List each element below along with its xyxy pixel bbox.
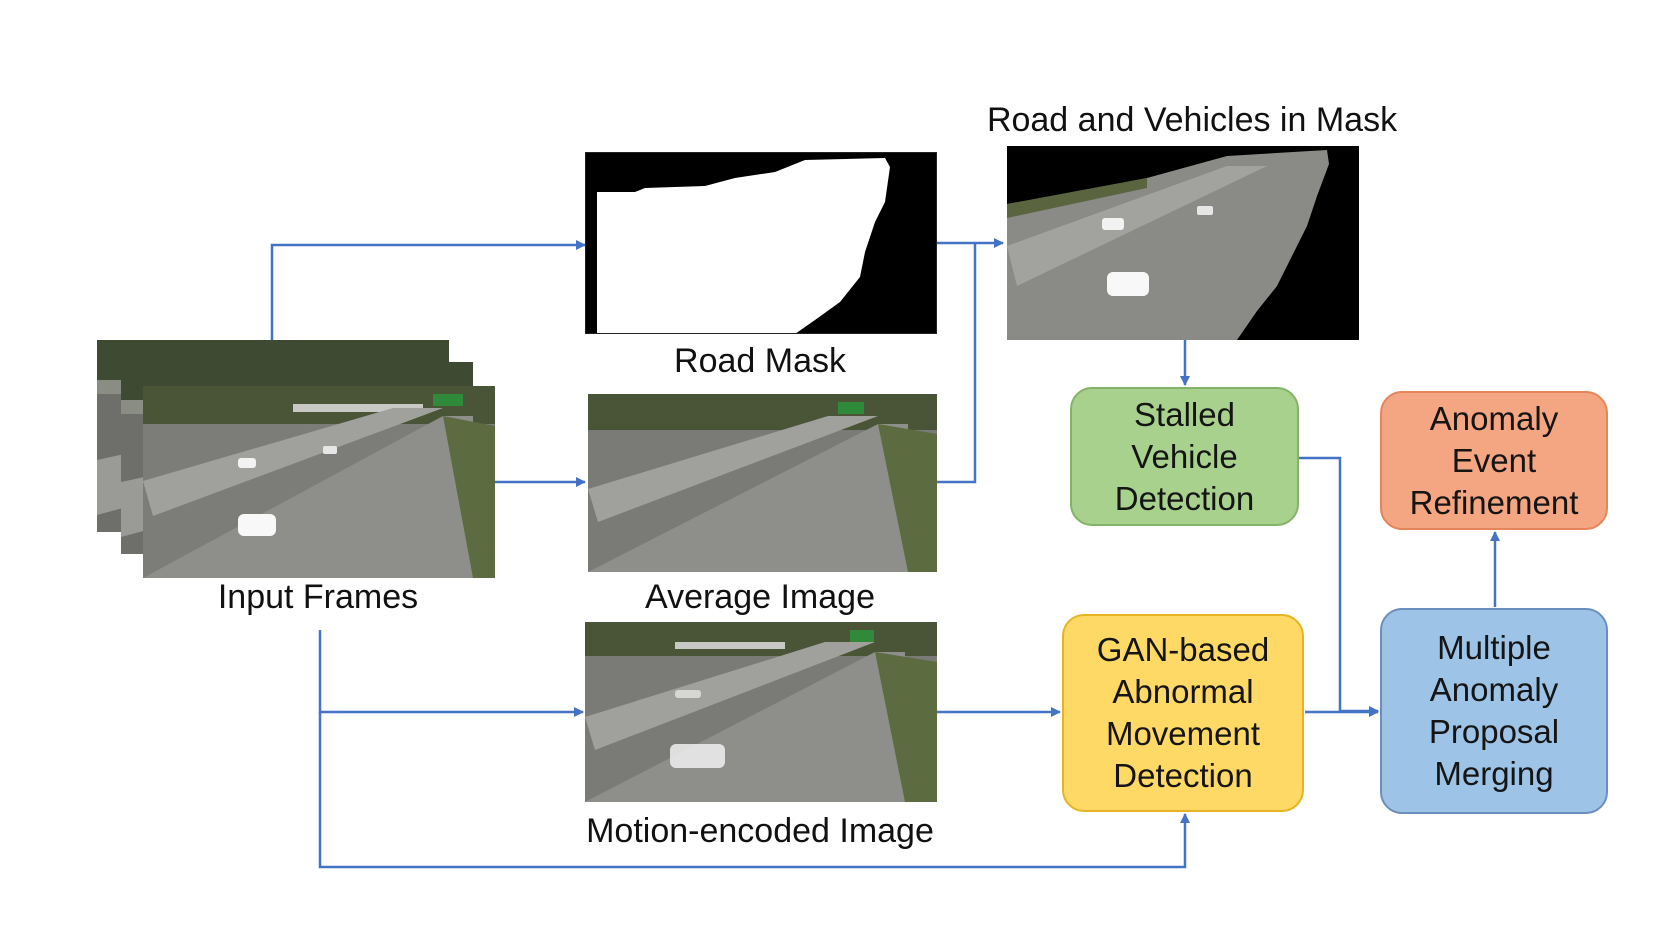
stalled-line-1: Stalled [1134,395,1235,433]
arrow-frames-to-gan-bottom [318,712,1190,869]
stalled-line-3: Detection [1114,479,1255,517]
road-mask-image [585,152,937,334]
input-frame-image-1 [143,386,495,578]
refinement-line-1: Anomaly [1429,399,1559,437]
refinement-line-3: Refinement [1409,483,1579,521]
gan-line-1: GAN-based [1096,631,1270,668]
road-mask-label: Road Mask [674,342,846,380]
merging-line-2: Anomaly [1429,671,1559,708]
stalled-line-2: Vehicle [1131,437,1238,475]
motion-encoded-image [585,622,937,802]
merging-line-4: Merging [1434,755,1554,792]
gan-abnormal-movement-detection-box: GAN-based Abnormal Movement Detection [1062,614,1304,812]
average-image [588,394,937,572]
motion-encoded-image-label: Motion-encoded Image [586,812,934,850]
arrow-average-to-vehicles [937,243,977,484]
gan-line-4: Detection [1113,757,1253,794]
average-image-label: Average Image [645,578,875,616]
merging-line-3: Proposal [1428,713,1560,750]
merging-line-1: Multiple [1437,629,1551,666]
gan-line-3: Movement [1105,715,1261,752]
refinement-line-2: Event [1451,441,1537,479]
road-and-vehicles-image [1007,146,1359,340]
arrow-stalled-to-merging [1299,456,1379,716]
input-frames-label: Input Frames [217,578,419,616]
anomaly-event-refinement-box: Anomaly Event Refinement [1380,391,1608,530]
road-and-vehicles-label: Road and Vehicles in Mask [986,101,1398,139]
gan-line-2: Abnormal [1112,673,1254,710]
arrow-frames-to-road-mask [270,240,586,342]
stalled-vehicle-detection-box: Stalled Vehicle Detection [1070,387,1299,526]
arrow-frames-to-motion [318,630,584,717]
multiple-anomaly-proposal-merging-box: Multiple Anomaly Proposal Merging [1380,608,1608,814]
